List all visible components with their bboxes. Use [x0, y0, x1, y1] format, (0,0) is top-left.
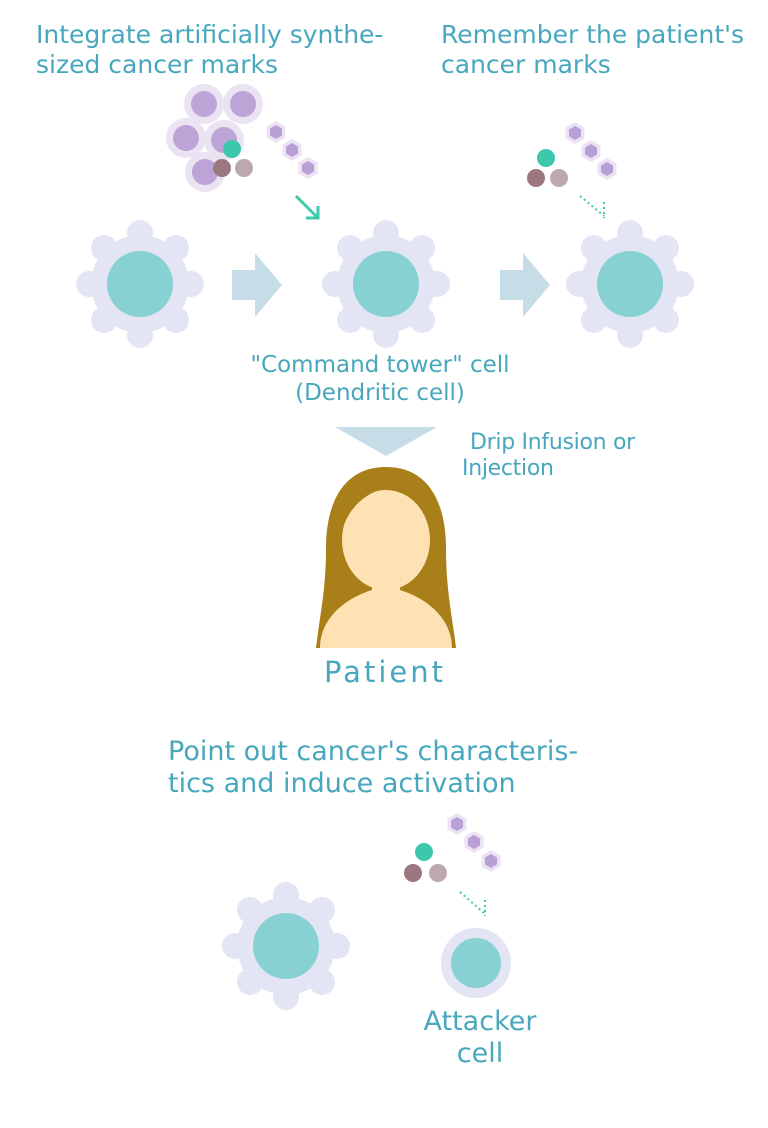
delivery-label: Drip Infusion or Injection: [462, 430, 635, 482]
step3-caption: Point out cancer's characteris- tics and…: [168, 736, 579, 800]
peptide-chain-1: [266, 121, 318, 179]
precursor-cell: [76, 220, 204, 348]
arrow-down: [335, 427, 437, 456]
dotted-arrow-2: [459, 891, 486, 916]
step1-caption: Integrate artificially synthe- sized can…: [36, 20, 384, 79]
antigen-molecules-2: [527, 149, 568, 187]
patient-icon: [316, 467, 456, 648]
peptide-chain-3: [447, 813, 501, 872]
peptide-chain-2: [565, 122, 617, 180]
dotted-arrow-1: [579, 195, 605, 218]
attacker-cell-icon: [441, 928, 511, 998]
dendritic-cell-primed: [566, 220, 694, 348]
arrow-right-2: [500, 253, 550, 317]
command-cell-label: "Command tower" cell (Dendritic cell): [250, 352, 510, 406]
dendritic-cell-loading: [322, 220, 450, 348]
dendritic-cell-presenting: [222, 882, 350, 1010]
teal-arrow-1: [294, 194, 320, 220]
arrow-right-1: [232, 253, 282, 317]
patient-label: Patient: [324, 655, 446, 689]
step2-caption: Remember the patient's cancer marks: [441, 20, 745, 79]
antigen-molecules-3: [404, 843, 447, 882]
attacker-cell-label: Attacker cell: [423, 1006, 537, 1070]
antigen-molecules-1: [213, 140, 253, 177]
